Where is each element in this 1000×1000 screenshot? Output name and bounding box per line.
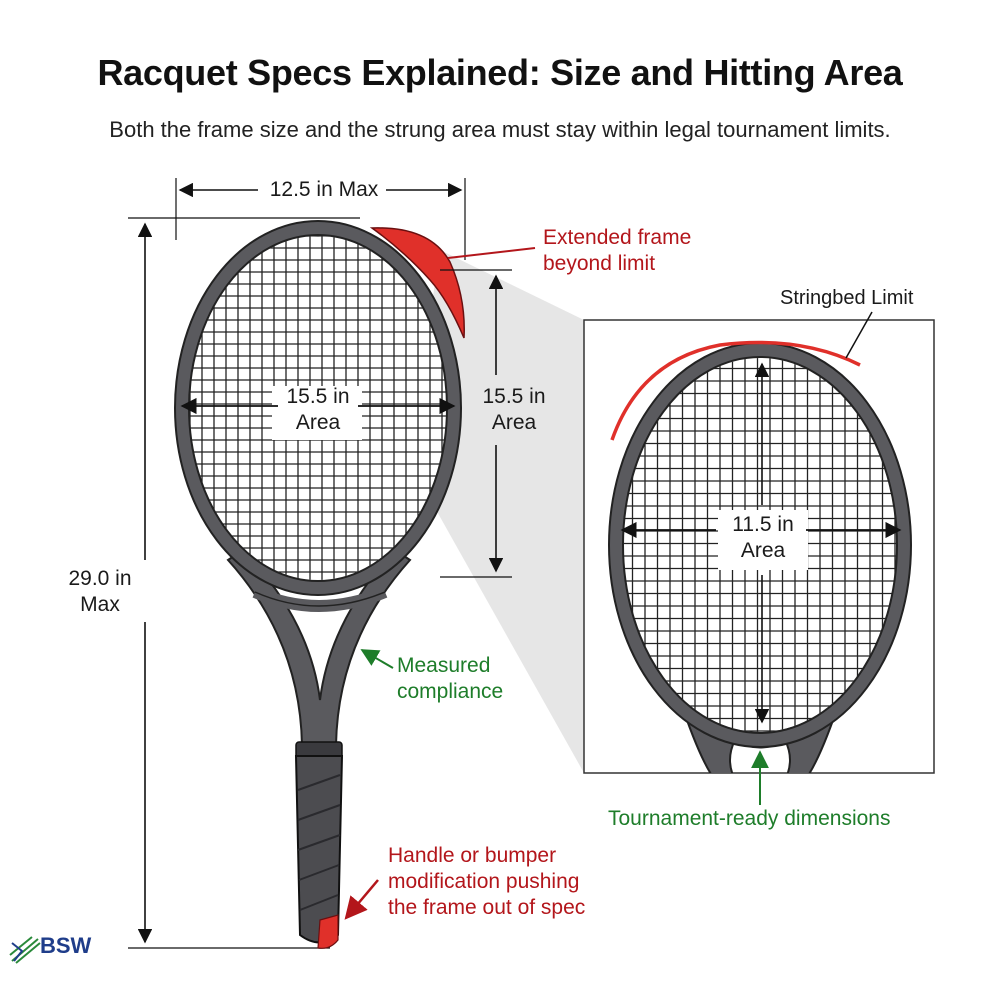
length-max-label: 29.0 in Max <box>60 566 140 618</box>
tournament-ready-label: Tournament-ready dimensions <box>608 807 891 830</box>
extended-frame-line2: beyond limit <box>543 252 656 275</box>
measured-line1: Measured <box>397 654 491 677</box>
brand-logo: BSW <box>8 933 92 973</box>
width-dimension <box>175 178 466 260</box>
inset-panel <box>583 319 935 774</box>
head-height-line2: Area <box>491 411 537 434</box>
extended-frame-highlight <box>369 227 465 339</box>
handle-line3: the frame out of spec <box>388 896 586 919</box>
length-max-line2: Max <box>80 593 120 616</box>
head-width-line1: 15.5 in <box>286 385 350 408</box>
extended-frame-line1: Extended frame <box>543 226 692 249</box>
head-height-line1: 15.5 in <box>482 385 546 408</box>
measured-line2: compliance <box>397 680 504 703</box>
stringbed-limit-leader <box>845 311 873 359</box>
head-width-arrow <box>180 386 456 440</box>
measured-compliance-label: Measured compliance <box>397 653 557 705</box>
head-height-dimension <box>440 269 512 578</box>
logo-mark-icon <box>9 936 41 964</box>
measured-compliance-arrow <box>360 649 394 669</box>
racquet-handle <box>294 741 344 949</box>
inset-area-line2: Area <box>740 539 786 562</box>
page-subtitle: Both the frame size and the strung area … <box>109 117 891 142</box>
inset-area-label: 11.5 in Area <box>718 512 808 564</box>
head-width-line2: Area <box>295 411 341 434</box>
page-title: Racquet Specs Explained: Size and Hittin… <box>97 52 903 93</box>
extended-frame-leader <box>447 247 536 259</box>
handle-line2: modification pushing <box>388 870 580 893</box>
handle-modification-label: Handle or bumper modification pushing th… <box>388 843 648 921</box>
length-dimension <box>128 217 360 949</box>
handle-modification-arrow <box>344 879 379 920</box>
logo-text: BSW <box>40 933 92 958</box>
handle-line1: Handle or bumper <box>388 844 557 867</box>
stringbed-limit-label: Stringbed Limit <box>780 287 914 309</box>
extended-frame-label: Extended frame beyond limit <box>543 225 743 277</box>
width-max-label: 12.5 in Max <box>262 177 386 203</box>
head-width-label: 15.5 in Area <box>275 384 361 436</box>
head-height-label: 15.5 in Area <box>470 384 558 436</box>
length-max-line1: 29.0 in <box>68 567 132 590</box>
racquet-throat <box>226 548 412 746</box>
inset-area-line1: 11.5 in <box>732 513 794 536</box>
